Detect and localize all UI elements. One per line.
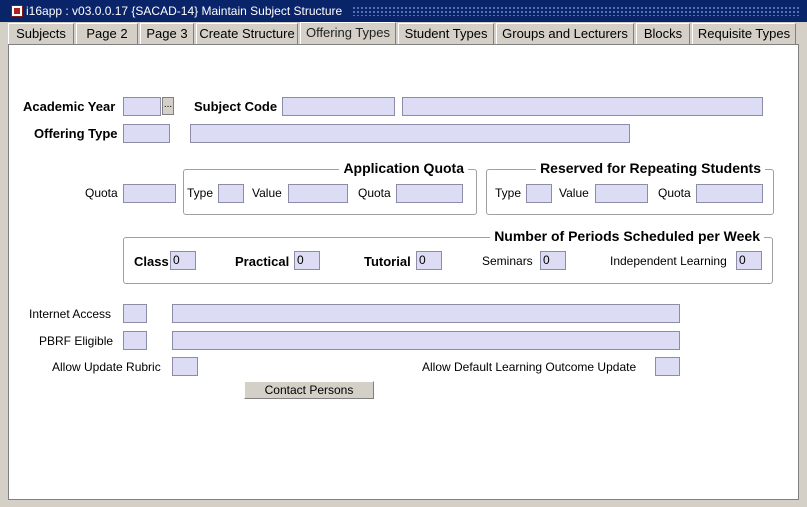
tutorial-field[interactable]: 0: [416, 251, 442, 270]
repeating-students-title: Reserved for Repeating Students: [536, 160, 765, 176]
pbrf-description-field[interactable]: [172, 331, 680, 350]
subject-code-label: Subject Code: [194, 99, 278, 114]
tab-subjects[interactable]: Subjects: [8, 23, 74, 44]
title-bar-pattern: [352, 6, 800, 16]
tab-strip: Subjects Page 2 Page 3 Create Structure …: [8, 22, 798, 45]
academic-year-label: Academic Year: [23, 99, 116, 114]
subject-code-field[interactable]: [282, 97, 395, 116]
contact-persons-button[interactable]: Contact Persons: [244, 381, 374, 399]
application-quota-group: Application Quota: [183, 160, 477, 215]
rep-type-label: Type: [495, 186, 522, 200]
offering-type-field[interactable]: [123, 124, 170, 143]
practical-label: Practical: [235, 254, 290, 269]
repeating-students-group: Reserved for Repeating Students: [486, 160, 774, 215]
allow-default-lo-update-label: Allow Default Learning Outcome Update: [422, 360, 637, 374]
academic-year-lookup-button[interactable]: ...: [162, 97, 174, 115]
allow-update-rubric-field[interactable]: [172, 357, 198, 376]
tab-student-types[interactable]: Student Types: [398, 23, 494, 44]
class-field[interactable]: 0: [170, 251, 196, 270]
internet-access-description-field[interactable]: [172, 304, 680, 323]
window-bottom-edge: [0, 500, 807, 507]
tab-groups-lecturers[interactable]: Groups and Lecturers: [496, 23, 634, 44]
periods-title: Number of Periods Scheduled per Week: [490, 228, 764, 244]
periods-group: Number of Periods Scheduled per Week: [123, 228, 773, 284]
tab-offering-types[interactable]: Offering Types: [300, 22, 396, 45]
app-quota-quota-field[interactable]: [396, 184, 463, 203]
rep-value-field[interactable]: [595, 184, 648, 203]
allow-default-lo-update-field[interactable]: [655, 357, 680, 376]
quota-label: Quota: [85, 186, 118, 200]
offering-type-label: Offering Type: [34, 126, 118, 141]
tab-requisite-types[interactable]: Requisite Types: [692, 23, 796, 44]
offering-type-description-field[interactable]: [190, 124, 630, 143]
tutorial-label: Tutorial: [364, 254, 411, 269]
class-label: Class: [134, 254, 169, 269]
independent-learning-label: Independent Learning: [610, 254, 727, 268]
rep-quota-field[interactable]: [696, 184, 763, 203]
seminars-field[interactable]: 0: [540, 251, 566, 270]
application-quota-title: Application Quota: [339, 160, 468, 176]
rep-quota-label: Quota: [658, 186, 691, 200]
tab-blocks[interactable]: Blocks: [636, 23, 690, 44]
tab-page-2[interactable]: Page 2: [76, 23, 138, 44]
app-quota-type-field[interactable]: [218, 184, 244, 203]
rep-value-label: Value: [559, 186, 589, 200]
pbrf-eligible-label: PBRF Eligible: [39, 334, 114, 348]
app-quota-quota-label: Quota: [358, 186, 391, 200]
app-icon: [11, 5, 23, 17]
app-quota-value-label: Value: [252, 186, 282, 200]
window-title: i16app : v03.0.0.17 {SACAD-14} Maintain …: [26, 4, 343, 18]
subject-description-field[interactable]: [402, 97, 763, 116]
academic-year-field[interactable]: [123, 97, 161, 116]
app-quota-type-label: Type: [187, 186, 214, 200]
internet-access-label: Internet Access: [29, 307, 112, 321]
quota-field[interactable]: [123, 184, 176, 203]
practical-field[interactable]: 0: [294, 251, 320, 270]
title-bar: i16app : v03.0.0.17 {SACAD-14} Maintain …: [0, 0, 807, 22]
pbrf-eligible-field[interactable]: [123, 331, 147, 350]
independent-learning-field[interactable]: 0: [736, 251, 762, 270]
tab-create-structure[interactable]: Create Structure: [196, 23, 298, 44]
internet-access-field[interactable]: [123, 304, 147, 323]
app-quota-value-field[interactable]: [288, 184, 348, 203]
form-panel: [8, 44, 799, 500]
tab-page-3[interactable]: Page 3: [140, 23, 194, 44]
seminars-label: Seminars: [482, 254, 533, 268]
allow-update-rubric-label: Allow Update Rubric: [52, 360, 161, 374]
rep-type-field[interactable]: [526, 184, 552, 203]
